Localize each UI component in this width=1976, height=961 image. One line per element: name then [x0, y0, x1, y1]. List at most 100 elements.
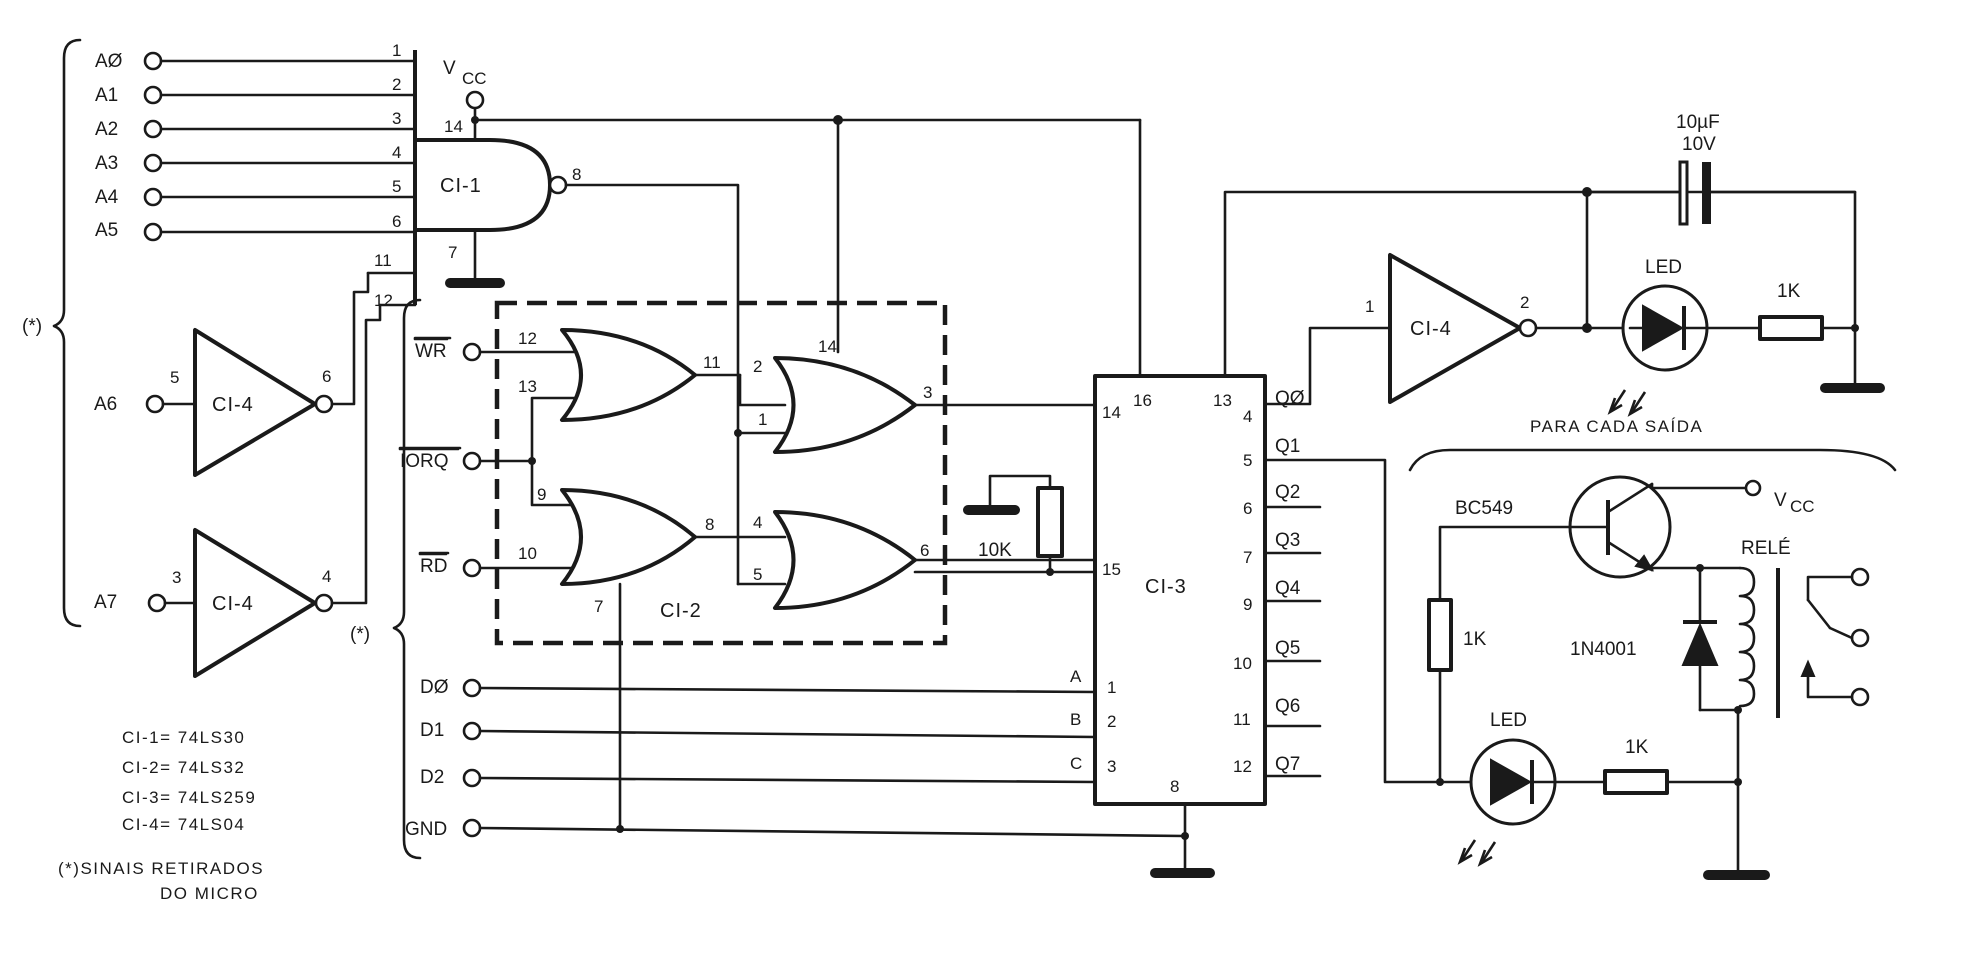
address-bus-marker: (*): [22, 316, 42, 337]
led-emission-arrows: [1607, 389, 1647, 417]
svg-text:14: 14: [818, 337, 837, 356]
svg-text:A6: A6: [94, 394, 117, 415]
svg-text:WR: WR: [415, 341, 447, 362]
svg-text:1N4001: 1N4001: [1570, 639, 1637, 660]
svg-text:1K: 1K: [1463, 629, 1487, 650]
svg-text:QØ: QØ: [1275, 388, 1305, 409]
svg-text:14: 14: [444, 117, 463, 136]
svg-text:4: 4: [753, 513, 762, 532]
svg-text:Q5: Q5: [1275, 638, 1300, 659]
control-input-rd: RD 10: [418, 544, 582, 578]
svg-text:CI-4= 74LS04: CI-4= 74LS04: [122, 815, 245, 834]
q1-driver-wire: [1263, 458, 1477, 784]
data-input-d0: DØ A: [420, 667, 1097, 698]
led-emission-arrows: [1457, 839, 1497, 867]
output-inverter: CI-4 1 2: [1365, 253, 1538, 404]
ci1-nand-gate: CI-1 8 11 12 7 14: [366, 50, 581, 310]
svg-text:3: 3: [923, 383, 932, 402]
led-indicator-1: LED: [1607, 257, 1762, 417]
svg-text:D1: D1: [420, 720, 444, 741]
signal-source-note: (*)SINAIS RETIRADOS DO MICRO: [58, 859, 263, 903]
address-input-a3: A3 4: [95, 143, 417, 174]
svg-text:BC549: BC549: [1455, 498, 1513, 519]
svg-text:Q7: Q7: [1275, 754, 1300, 775]
address-input-a0: AØ 1: [95, 41, 417, 72]
svg-text:Q6: Q6: [1275, 696, 1300, 717]
svg-text:2: 2: [1107, 712, 1116, 731]
ci3-output-q4: 9Q4: [1243, 578, 1322, 614]
svg-text:CI-4: CI-4: [212, 593, 254, 615]
svg-text:11: 11: [703, 353, 721, 372]
svg-text:14: 14: [1102, 403, 1121, 422]
svg-text:6: 6: [1243, 499, 1252, 518]
svg-text:1K: 1K: [1777, 281, 1801, 302]
svg-text:2: 2: [1520, 293, 1529, 312]
capacitor-10uf: 10µF 10V: [1585, 112, 1857, 226]
ci3-output-q1: 5Q1: [1243, 436, 1300, 470]
svg-text:CI-3= 74LS259: CI-3= 74LS259: [122, 788, 256, 807]
svg-text:GND: GND: [405, 819, 447, 840]
svg-text:7: 7: [1243, 548, 1252, 567]
svg-text:Q2: Q2: [1275, 482, 1300, 503]
svg-text:10µF: 10µF: [1676, 112, 1720, 133]
ci2-or-gate-3: 3 2 1 14: [736, 337, 1097, 454]
svg-text:13: 13: [1213, 391, 1232, 410]
svg-text:A3: A3: [95, 153, 118, 174]
inverter-a6: A6 5 CI-4 6: [94, 271, 370, 477]
led-indicator-2: LED: [1457, 710, 1607, 867]
output-section-title: PARA CADA SAÍDA: [1530, 417, 1703, 436]
svg-text:4: 4: [322, 567, 331, 586]
svg-text:10V: 10V: [1682, 134, 1716, 155]
chip-legend: CI-1= 74LS30 CI-2= 74LS32 CI-3= 74LS259 …: [122, 728, 256, 834]
ci3-output-q3: 7Q3: [1243, 530, 1322, 567]
svg-text:LED: LED: [1645, 257, 1682, 278]
svg-text:DØ: DØ: [420, 677, 449, 698]
svg-text:CC: CC: [462, 69, 487, 88]
svg-text:9: 9: [537, 485, 546, 504]
svg-text:5: 5: [392, 177, 401, 196]
resistor-1k-base: 1K: [1427, 598, 1487, 784]
svg-text:CC: CC: [1790, 497, 1815, 516]
svg-text:CI-1= 74LS30: CI-1= 74LS30: [122, 728, 245, 747]
control-input-iorq: IORQ 13 9: [398, 377, 582, 507]
diode-1n4001: 1N4001: [1570, 620, 1719, 712]
ci3-output-q2: 6 Q2: [1243, 482, 1322, 518]
address-input-a2: A2 3: [95, 109, 417, 140]
resistor-1k-top: 1K: [1758, 281, 1859, 341]
resistor-1k-bottom: 1K: [1603, 708, 1770, 880]
svg-text:C: C: [1070, 754, 1082, 773]
svg-text:D2: D2: [420, 767, 444, 788]
data-input-d1: D1 B: [420, 710, 1097, 741]
svg-text:IORQ: IORQ: [400, 451, 449, 472]
svg-text:5: 5: [1243, 451, 1252, 470]
svg-text:B: B: [1070, 710, 1081, 729]
svg-text:2: 2: [753, 357, 762, 376]
svg-text:12: 12: [518, 329, 537, 348]
ci2-or-gate-2: 8 7: [560, 488, 787, 830]
ci2-label: CI-2: [660, 600, 702, 622]
svg-text:6: 6: [920, 541, 929, 560]
svg-text:3: 3: [172, 568, 181, 587]
svg-text:11: 11: [1233, 710, 1251, 729]
control-bus-marker: (*): [350, 624, 370, 645]
q0-to-inverter-wire: [1263, 326, 1392, 406]
svg-text:16: 16: [1133, 391, 1152, 410]
svg-text:1: 1: [758, 410, 767, 429]
control-bus-brace: [392, 298, 422, 860]
svg-text:8: 8: [705, 515, 714, 534]
ci1-label: CI-1: [440, 175, 482, 197]
inverter-a7: A7 3 CI-4 4: [94, 303, 382, 678]
svg-text:CI-4: CI-4: [212, 394, 254, 416]
svg-text:A7: A7: [94, 592, 117, 613]
svg-text:12: 12: [374, 291, 393, 310]
svg-text:6: 6: [322, 367, 331, 386]
svg-text:1: 1: [392, 41, 401, 60]
ci2-package-outline: [494, 300, 948, 646]
ci2-or-gate-4: 6 4 5: [736, 510, 1097, 610]
svg-text:8: 8: [1170, 777, 1179, 796]
svg-text:A1: A1: [95, 85, 118, 106]
svg-text:1K: 1K: [1625, 737, 1649, 758]
svg-text:2: 2: [392, 75, 401, 94]
